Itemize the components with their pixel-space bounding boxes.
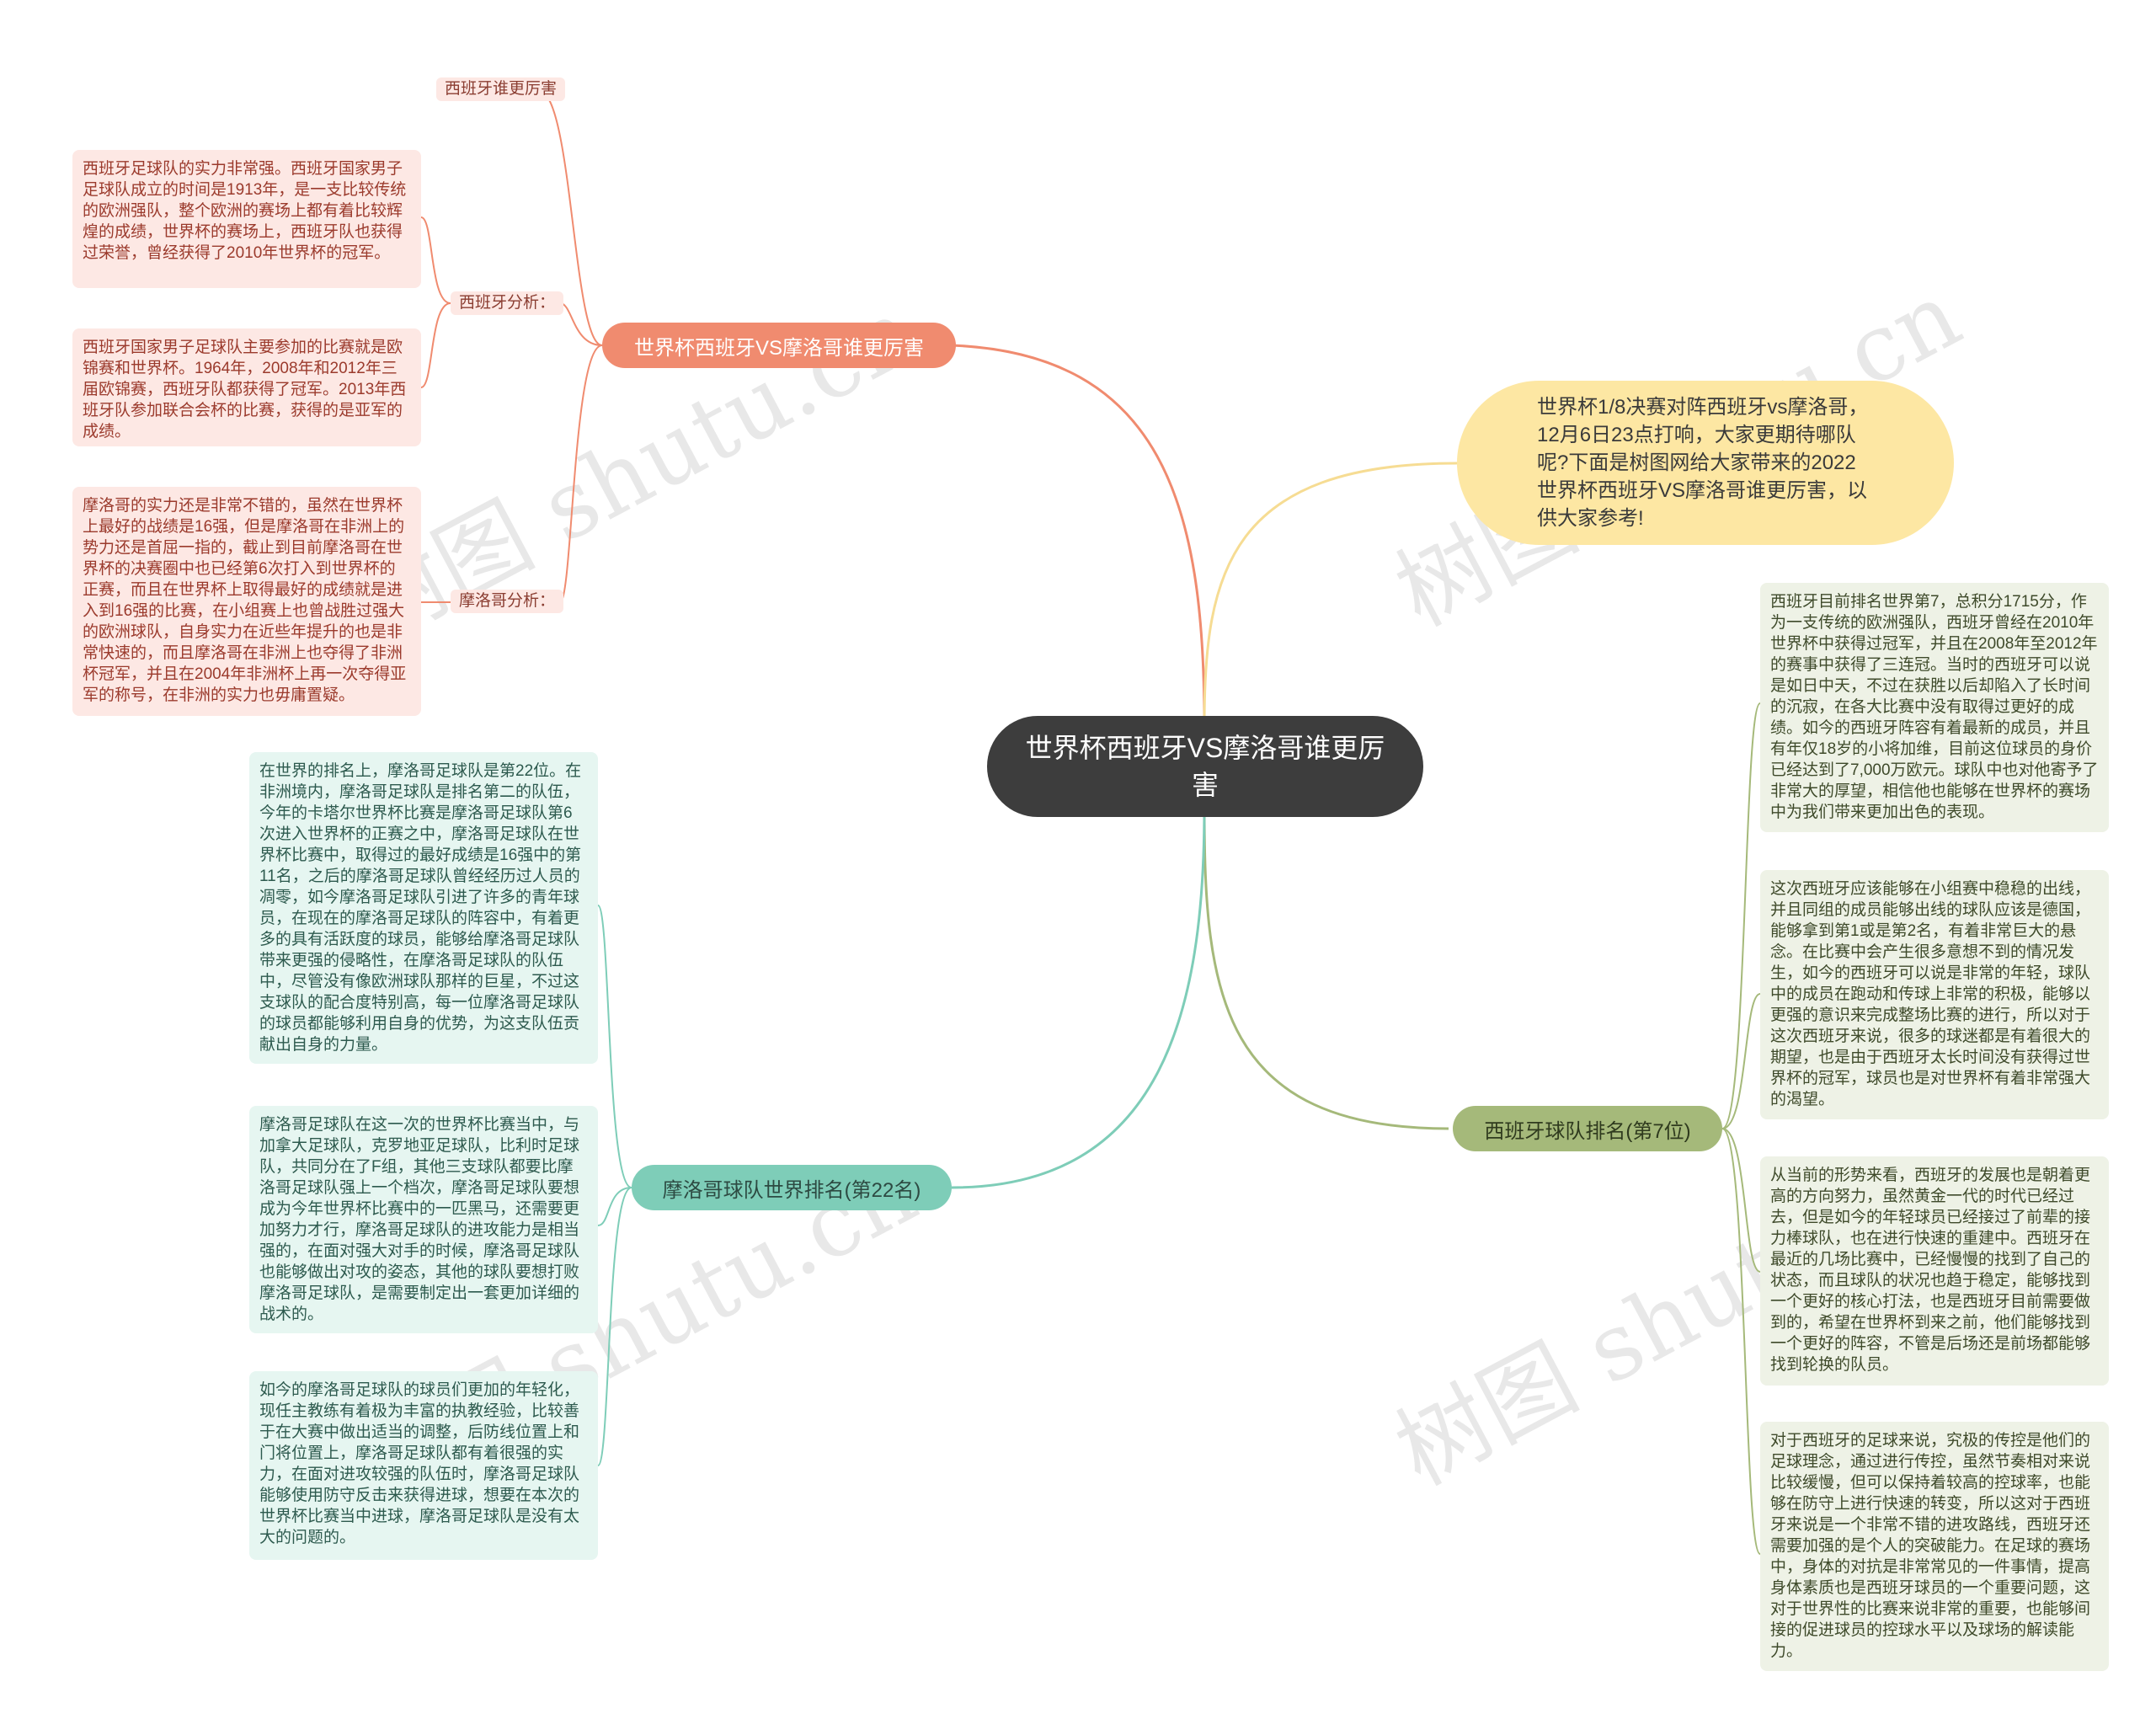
spain-analysis-text: 西班牙国家男子足球队主要参加的比赛就是欧锦赛和世界杯。1964年，2008年和2… xyxy=(72,328,421,446)
sub-who-stronger[interactable]: 西班牙谁更厉害 xyxy=(436,77,566,101)
branch-morocco-rank-title: 摩洛哥球队世界排名(第22名) xyxy=(662,1178,921,1202)
spain-rank-text: 西班牙目前排名世界第7，总积分1715分，作为一支传统的欧洲强队，西班牙曾经在2… xyxy=(1760,583,2109,832)
spain-rank-text: 从当前的形势来看，西班牙的发展也是朝着更高的方向努力，虽然黄金一代的时代已经过去… xyxy=(1760,1156,2109,1386)
morocco-rank-text: 如今的摩洛哥足球队的球员们更加的年轻化，现任主教练有着极为丰富的执教经验，比较善… xyxy=(249,1371,598,1560)
branch-spain-rank-title: 西班牙球队排名(第7位) xyxy=(1484,1119,1691,1143)
branch-spain-rank[interactable]: 西班牙球队排名(第7位) xyxy=(1453,1106,1722,1151)
intro-node[interactable]: 世界杯1/8决赛对阵西班牙vs摩洛哥，12月6日23点打响，大家更期待哪队呢?下… xyxy=(1457,381,1954,545)
center-topic[interactable]: 世界杯西班牙VS摩洛哥谁更厉害 xyxy=(987,716,1423,817)
spain-analysis-label[interactable]: 西班牙分析： xyxy=(451,291,564,315)
morocco-analysis-text: 摩洛哥的实力还是非常不错的，虽然在世界杯上最好的战绩是16强，但是摩洛哥在非洲上… xyxy=(72,487,421,716)
intro-text: 世界杯1/8决赛对阵西班牙vs摩洛哥，12月6日23点打响，大家更期待哪队呢?下… xyxy=(1537,396,1869,530)
branch-compare-title: 世界杯西班牙VS摩洛哥谁更厉害 xyxy=(633,336,924,360)
morocco-rank-text: 摩洛哥足球队在这一次的世界杯比赛当中，与加拿大足球队，克罗地亚足球队，比利时足球… xyxy=(249,1106,598,1333)
spain-analysis-text: 西班牙足球队的实力非常强。西班牙国家男子足球队成立的时间是1913年，是一支比较… xyxy=(72,150,421,288)
center-title: 世界杯西班牙VS摩洛哥谁更厉害 xyxy=(1025,733,1385,800)
morocco-rank-text: 在世界的排名上，摩洛哥足球队是第22位。在非洲境内，摩洛哥足球队是排名第二的队伍… xyxy=(249,752,598,1064)
branch-compare[interactable]: 世界杯西班牙VS摩洛哥谁更厉害 xyxy=(602,323,956,368)
branch-morocco-rank[interactable]: 摩洛哥球队世界排名(第22名) xyxy=(632,1165,952,1210)
spain-rank-text: 对于西班牙的足球来说，究极的传控是他们的足球理念，通过进行传控，虽然节奏相对来说… xyxy=(1760,1422,2109,1671)
spain-rank-text: 这次西班牙应该能够在小组赛中稳稳的出线，并且同组的成员能够出线的球队应该是德国，… xyxy=(1760,870,2109,1119)
morocco-analysis-label[interactable]: 摩洛哥分析： xyxy=(451,590,564,613)
